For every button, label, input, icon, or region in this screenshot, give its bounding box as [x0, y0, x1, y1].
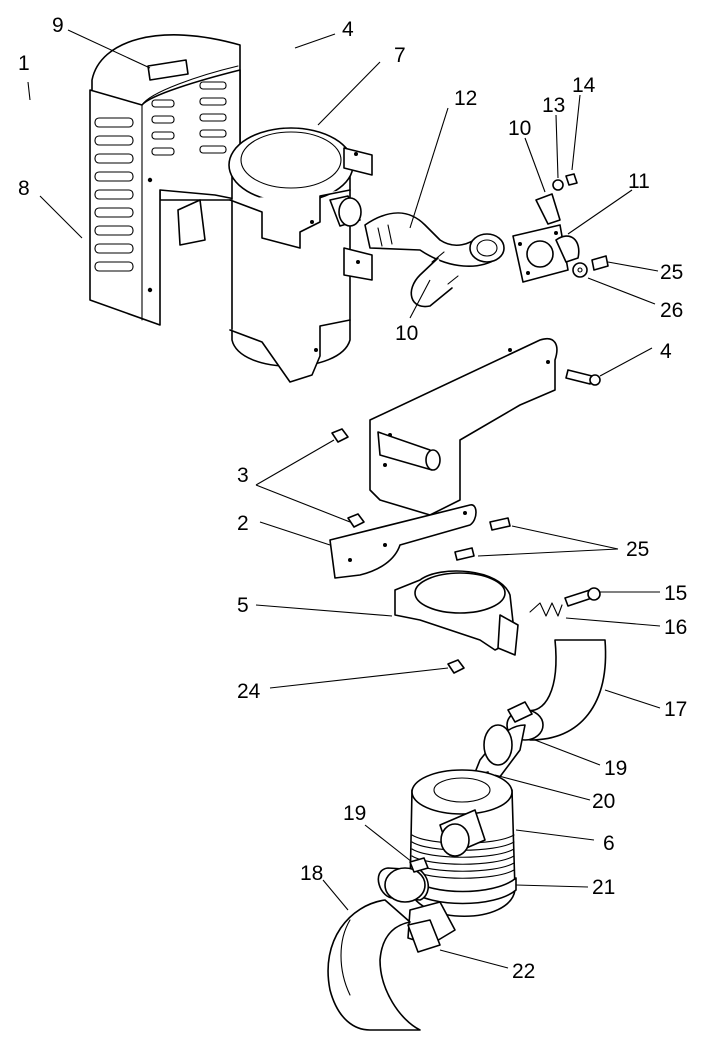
callout-15: 15 — [664, 582, 687, 605]
callout-10-lower: 10 — [395, 322, 418, 345]
mounting-bracket — [331, 338, 601, 528]
callout-5: 5 — [237, 594, 249, 617]
callout-10-upper: 10 — [508, 117, 531, 140]
callout-8: 8 — [18, 177, 30, 200]
callout-11: 11 — [628, 170, 650, 193]
callout-22: 22 — [512, 960, 535, 983]
callout-4-mid: 4 — [660, 340, 672, 363]
lower-hose — [327, 857, 430, 1031]
flange-elbow — [512, 173, 609, 283]
intake-hose — [364, 212, 505, 267]
callout-18: 18 — [300, 862, 323, 885]
callout-12: 12 — [454, 87, 477, 110]
callout-26: 26 — [660, 299, 683, 322]
callout-1: 1 — [18, 52, 30, 75]
callout-25-top: 25 — [660, 261, 683, 284]
leader-lines — [27, 29, 661, 969]
callout-9: 9 — [52, 14, 64, 37]
bracket-plate — [329, 504, 511, 579]
heat-shield — [89, 34, 241, 326]
callout-2: 2 — [237, 512, 249, 535]
callout-4-top: 4 — [342, 18, 354, 41]
callout-6: 6 — [603, 832, 615, 855]
callout-3: 3 — [237, 464, 249, 487]
air-cleaner-body — [407, 769, 517, 953]
callout-24: 24 — [237, 680, 261, 703]
callout-19-upper: 19 — [604, 757, 627, 780]
band-clamp — [394, 570, 601, 674]
callout-16: 16 — [664, 616, 687, 639]
callout-19-lower: 19 — [343, 802, 366, 825]
callout-labels: 1 2 3 4 4 5 6 7 8 9 10 10 11 12 13 14 15… — [18, 14, 687, 983]
callout-7: 7 — [394, 44, 406, 67]
callout-25-mid: 25 — [626, 538, 649, 561]
air-cleaner-canister — [228, 127, 373, 383]
callout-21: 21 — [592, 876, 615, 899]
callout-14: 14 — [572, 74, 596, 97]
callout-20: 20 — [592, 790, 615, 813]
u-bolt — [410, 251, 459, 308]
callout-17: 17 — [664, 698, 687, 721]
callout-13: 13 — [542, 94, 565, 117]
